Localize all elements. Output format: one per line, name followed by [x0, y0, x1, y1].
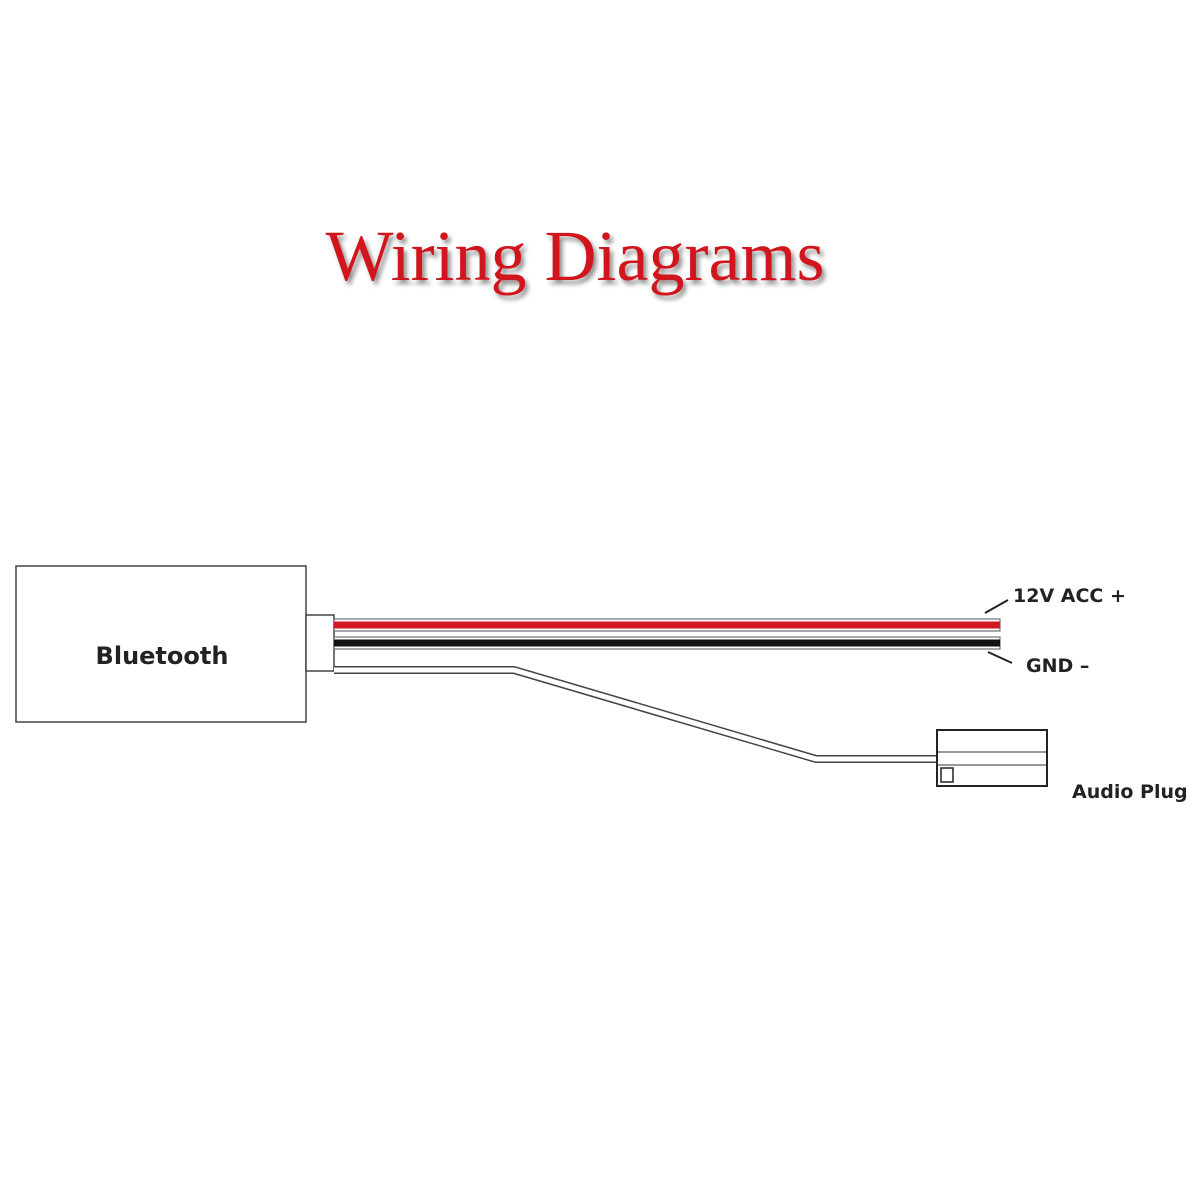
ground-wire-label: GND – — [1026, 655, 1089, 677]
audio-wire-outline — [334, 666, 938, 763]
audio-plug-icon — [936, 729, 1048, 787]
bluetooth-module-box — [15, 565, 307, 723]
power-wire — [333, 618, 1001, 632]
ground-wire-core — [334, 639, 1000, 647]
audio-plug-label: Audio Plug — [1072, 781, 1188, 803]
ground-leader-line — [987, 651, 1013, 664]
audio-plug-body — [936, 729, 1048, 787]
power-wire-label: 12V ACC + — [1013, 585, 1126, 607]
power-leader-line — [984, 599, 1009, 614]
power-wire-core — [334, 621, 1000, 629]
audio-wire — [334, 666, 938, 763]
audio-wire-core — [334, 667, 938, 762]
cable-connector — [305, 614, 335, 672]
diagram-title: Wiring Diagrams — [326, 216, 825, 296]
ground-wire — [333, 636, 1001, 650]
bluetooth-label: Bluetooth — [96, 642, 229, 670]
bluetooth-module: Bluetooth — [15, 565, 307, 723]
audio-plug-tab — [940, 767, 954, 783]
